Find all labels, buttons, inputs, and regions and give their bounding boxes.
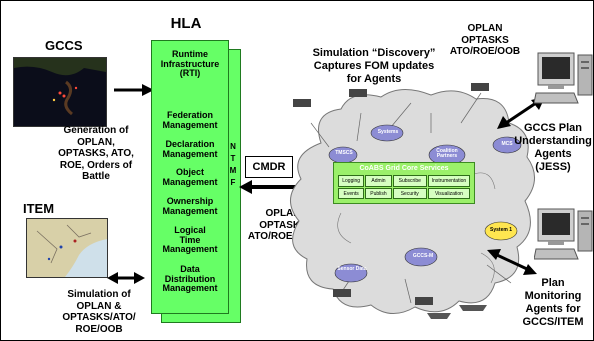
service-label: Federation	[166, 110, 213, 120]
ntmf-label: N T M F	[228, 141, 238, 189]
monitor-agents-label: Plan Monitoring Agents for GCCS/ITEM	[515, 277, 591, 329]
service-label: Distribution	[164, 273, 216, 284]
gccs-description: Generation of OPLAN, OPTASKS, ATO, ROE, …	[56, 125, 136, 183]
discovery-line: Simulation “Discovery”	[312, 47, 436, 59]
gccs-description-line: ROE, Orders of	[59, 159, 133, 171]
service-label: Management	[162, 148, 218, 159]
service-label: Ownership	[166, 196, 214, 206]
cloud-node-coalition: Coalition Partners	[429, 148, 465, 160]
cmdr-box: CMDR	[245, 156, 293, 178]
rti-front-panel: Runtime Infrastructure (RTI) Federation …	[151, 40, 229, 314]
cloud-node-label: Coalition Partners	[436, 148, 458, 160]
item-map-icon	[26, 218, 108, 278]
core-cell: Instrumentation	[427, 175, 470, 187]
item-description-line: OPTASKS/ATO/	[62, 312, 136, 323]
cloud-node-systems: Systems	[377, 129, 399, 135]
item-title: ITEM	[23, 201, 55, 216]
link-label-line: OPTASKS	[259, 219, 307, 231]
discovery-caption: Simulation “Discovery” Captures FOM upda…	[309, 47, 439, 86]
gccs-agents-line: Understanding	[514, 135, 592, 147]
item-description-line: Simulation of	[67, 289, 131, 300]
discovery-line: Captures FOM updates	[313, 60, 435, 72]
core-cell: Admin	[365, 175, 392, 187]
core-cell: Security	[392, 187, 427, 199]
hla-title: HLA	[170, 15, 202, 32]
core-cell: Visualization	[427, 187, 470, 199]
cloud-node-gccs-m: GCCS-M	[412, 253, 434, 259]
object-management: Object Management	[152, 167, 228, 187]
rti-title-line: (RTI)	[179, 68, 201, 79]
core-title: CoABS Grid Core Services	[359, 165, 449, 172]
ownership-management: Ownership Management	[152, 196, 228, 216]
top-oplan-line: ATO/ROE/OOB	[449, 46, 521, 57]
core-cell: Events	[338, 187, 365, 199]
ntmf-letter: F	[230, 178, 236, 187]
cloud-node-system-1: System 1	[490, 227, 512, 233]
cloud-node-mcs: MCS	[501, 141, 513, 147]
link-label: OPLAN OPTASKS ATO/ROE/OOB	[245, 208, 321, 243]
core-cell: Logging	[338, 175, 365, 187]
data-distribution-management: Data Distribution Management	[152, 264, 228, 294]
service-label: Object	[175, 167, 204, 177]
service-label: Management	[162, 119, 218, 130]
gccs-description-line: Battle	[82, 171, 110, 182]
gccs-to-rti-arrow-icon	[114, 84, 154, 96]
rti-title-line: Infrastructure	[160, 58, 220, 69]
gccs-agents-line: (JESS)	[535, 161, 571, 173]
item-rti-double-arrow-icon	[107, 272, 145, 284]
item-description-line: ROE/OOB	[75, 323, 123, 335]
federation-management: Federation Management	[152, 110, 228, 130]
service-label: Management	[162, 244, 218, 255]
top-oplan-line: OPLAN	[467, 23, 503, 34]
grid-to-monitor-double-arrow-icon	[487, 249, 537, 275]
core-cell: Publish	[365, 187, 392, 199]
monitor-agents-line: Agents for	[525, 303, 581, 315]
rti-title: Runtime Infrastructure (RTI)	[152, 49, 228, 79]
gccs-description-line: OPTASKS, ATO,	[58, 148, 134, 159]
link-label-line: ATO/ROE/OOB	[247, 231, 319, 242]
gccs-description-line: OPLAN,	[77, 136, 115, 148]
coabs-core-services: CoABS Grid Core Services Logging Admin S…	[333, 162, 475, 204]
service-label: Logical	[174, 225, 206, 235]
gccs-title: GCCS	[45, 38, 83, 53]
core-cells: Logging Admin Subscribe Instrumentation …	[338, 175, 470, 199]
jess-computer-icon	[534, 52, 593, 104]
logical-time-management: Logical Time Management	[152, 225, 228, 255]
service-label: Declaration	[165, 139, 215, 149]
gccs-agents-label: GCCS Plan Understanding Agents (JESS)	[511, 122, 593, 174]
item-description: Simulation of OPLAN & OPTASKS/ATO/ ROE/O…	[59, 289, 139, 335]
monitor-agents-line: Plan	[541, 277, 565, 289]
declaration-management: Declaration Management	[152, 139, 228, 159]
discovery-line: for Agents	[346, 73, 402, 85]
service-label: Time	[179, 234, 201, 245]
item-description-line: OPLAN &	[76, 300, 122, 312]
gccs-description-line: Generation of	[63, 125, 129, 136]
cloud-node-tmscs: TMSCS	[335, 150, 353, 156]
service-label: Data	[180, 264, 200, 274]
core-cell: Subscribe	[392, 175, 427, 187]
cloud-node-sensor-data: Sensor Data	[337, 266, 367, 272]
ntmf-letter: T	[230, 154, 236, 163]
rti-title-line: Runtime	[172, 49, 208, 59]
gccs-agents-line: GCCS Plan	[523, 122, 583, 134]
monitor-agents-line: GCCS/ITEM	[522, 316, 584, 328]
monitor-computer-icon	[534, 208, 593, 260]
top-oplan-label: OPLAN OPTASKS ATO/ROE/OOB	[447, 23, 523, 58]
service-label: Management	[162, 205, 218, 216]
link-label-line: OPLAN	[265, 208, 301, 219]
gccs-agents-line: Agents	[534, 148, 572, 160]
top-oplan-line: OPTASKS	[461, 34, 509, 46]
monitor-agents-line: Monitoring	[524, 290, 582, 302]
ntmf-letter: M	[229, 166, 237, 175]
gccs-map-icon	[13, 57, 107, 127]
ntmf-letter: N	[230, 142, 236, 151]
service-label: Management	[162, 176, 218, 187]
service-label: Management	[162, 283, 218, 294]
